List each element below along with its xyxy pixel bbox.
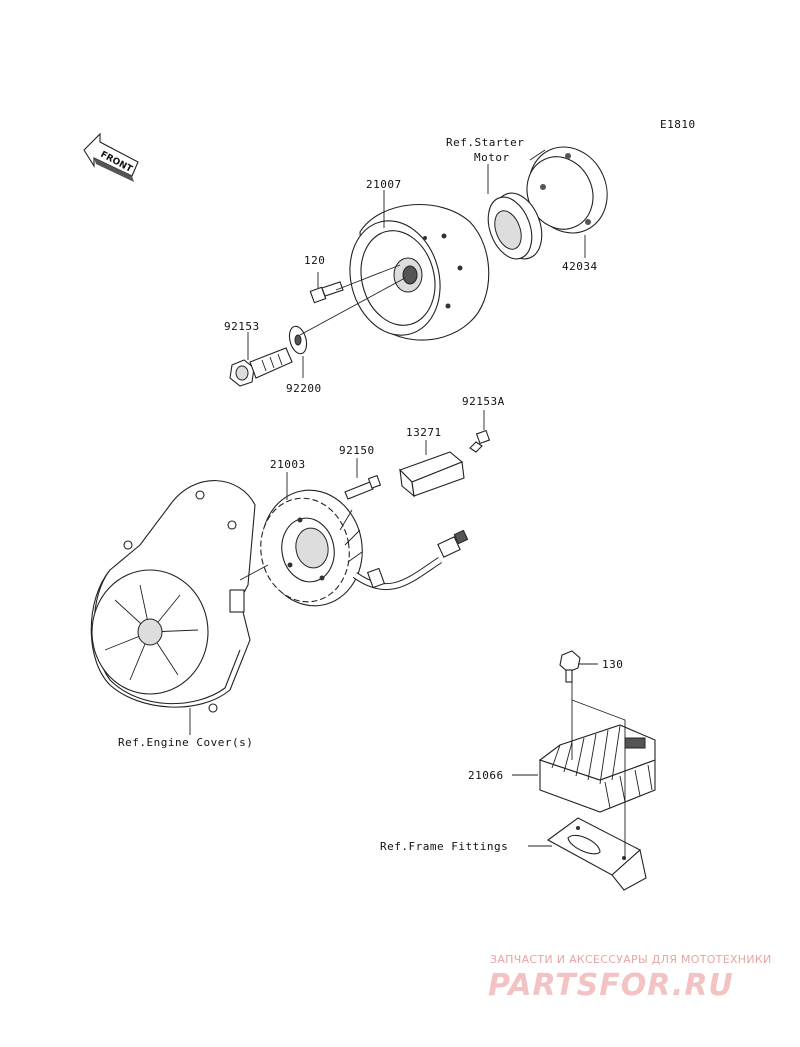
- bolt-130: [559, 650, 581, 683]
- leader-lines-lower: [512, 663, 626, 860]
- bolt-92153: [229, 347, 293, 387]
- leader-lines-upper: [247, 164, 586, 378]
- watermark-logo: PARTSFOR.RU: [488, 968, 734, 1003]
- bolt-92150: [344, 474, 382, 500]
- label-ref-frame-fittings: Ref.Frame Fittings: [380, 840, 508, 853]
- starter-clutch-42034: [526, 146, 608, 234]
- label-130: 130: [602, 658, 623, 671]
- engine-cover-ref: [90, 480, 256, 713]
- washer-92200: [288, 325, 308, 355]
- starter-gear: [487, 192, 543, 260]
- label-13271: 13271: [406, 426, 442, 439]
- label-92153: 92153: [224, 320, 260, 333]
- label-21066: 21066: [468, 769, 504, 782]
- regulator-rectifier-21066: [538, 724, 656, 813]
- label-42034: 42034: [562, 260, 598, 273]
- label-ref-starter-motor-2: Motor: [474, 151, 510, 164]
- stator-wiring: [352, 529, 469, 591]
- label-120: 120: [304, 254, 325, 267]
- plate-13271: [398, 451, 465, 498]
- stator-21003: [260, 489, 363, 607]
- diagram-code: E1810: [660, 118, 696, 131]
- bolt-92153a: [469, 429, 491, 453]
- label-92153a: 92153A: [462, 395, 505, 408]
- label-21003: 21003: [270, 458, 306, 471]
- label-ref-engine-cover: Ref.Engine Cover(s): [118, 736, 253, 749]
- front-arrow-icon: FRONT: [83, 132, 139, 182]
- leader-lines-middle: [189, 410, 485, 735]
- label-21007: 21007: [366, 178, 402, 191]
- label-ref-starter-motor: Ref.Starter: [446, 136, 524, 149]
- label-92200: 92200: [286, 382, 322, 395]
- label-92150: 92150: [339, 444, 375, 457]
- flywheel-rotor-21007: [349, 204, 490, 341]
- bolt-120: [309, 281, 344, 304]
- frame-bracket-ref: [546, 817, 647, 891]
- watermark-caption: ЗАПЧАСТИ И АКСЕССУАРЫ ДЛЯ МОТОТЕХНИКИ: [490, 953, 772, 966]
